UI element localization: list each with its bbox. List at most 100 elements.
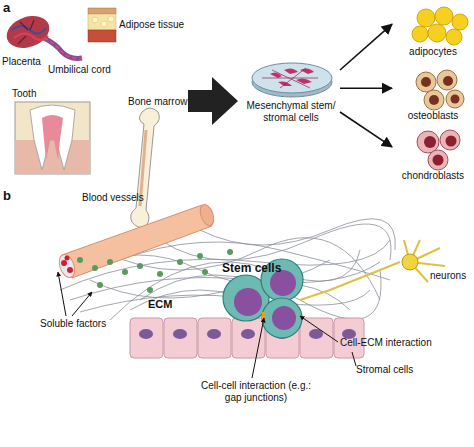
umbilical-cord-illustration	[44, 38, 82, 58]
culture-dish	[252, 63, 332, 97]
adipocyte-cells-part	[417, 9, 435, 27]
stem-cells-part	[272, 306, 296, 330]
stromal-cells-part	[139, 329, 153, 339]
source-label: Umbilical cord	[48, 64, 111, 76]
structure-label: Stromal cells	[356, 364, 413, 376]
umbilical-cord-illustration-part	[44, 38, 82, 58]
osteoblast-cells	[416, 70, 464, 110]
leader-lines-part	[300, 316, 338, 342]
ecm-fibres-part	[200, 219, 395, 250]
culture-node: Mesenchymal stem/ stromal cells	[242, 62, 340, 124]
placenta-illustration-part	[12, 26, 46, 34]
placenta-illustration-part	[18, 20, 34, 44]
cell-type-node: chondroblasts	[392, 128, 474, 182]
flow-arrow	[340, 87, 392, 89]
bone-illustration	[131, 108, 160, 227]
umbilical-cord-illustration-part	[44, 38, 82, 58]
structure-label: Blood vessels	[82, 192, 144, 204]
osteoblast-cells-part	[429, 95, 439, 105]
source-label: Placenta	[2, 56, 41, 68]
blood-vessel-part	[62, 205, 212, 278]
chondroblast-cells-part	[424, 136, 436, 148]
culture-dish-part	[252, 63, 332, 93]
block-arrow	[188, 77, 238, 125]
soluble-factor-dots-part	[227, 249, 233, 255]
osteoblast-cells-part	[437, 70, 457, 90]
adipocyte-cells-part	[452, 14, 468, 30]
culture-dish-part	[296, 78, 312, 84]
ecm-fibres	[60, 219, 395, 320]
tooth-illustration-part	[30, 105, 75, 170]
tooth-illustration	[15, 102, 90, 174]
soluble-factor-dots-part	[197, 253, 203, 259]
ecm-fibres-part	[120, 242, 390, 280]
interaction-label: Cell-ECM interaction	[340, 337, 432, 349]
adipocyte-cells	[412, 7, 468, 45]
soluble-factor-dots	[77, 249, 233, 293]
placenta-illustration	[2, 10, 54, 53]
osteoblast-cells-part	[416, 72, 436, 92]
node-label: adipocytes	[392, 46, 474, 58]
source-label: Bone marrow	[128, 96, 187, 108]
structure-label: ECM	[148, 298, 172, 310]
stem-cells	[223, 259, 303, 338]
structure-label: Soluble factors	[40, 318, 106, 330]
culture-dish-part	[262, 68, 318, 88]
osteoblast-cells-part	[424, 90, 444, 110]
blood-vessel-part	[198, 203, 217, 228]
adipose-tissue-illustration-part	[88, 14, 116, 30]
structure-label: Stem cells	[222, 262, 281, 274]
node-label: osteoblasts	[392, 110, 474, 122]
stromal-cells-part	[207, 329, 221, 339]
blood-vessel-part	[61, 260, 67, 266]
adipose-tissue-illustration-part	[101, 21, 107, 27]
soluble-factor-dots-part	[137, 263, 143, 269]
soluble-factor-dots-part	[107, 259, 113, 265]
neuron-illustration-part	[300, 262, 400, 300]
tooth-illustration-part	[15, 140, 90, 174]
blood-vessel	[56, 203, 216, 280]
blood-vessel-part	[67, 267, 73, 273]
chondroblast-cells-part	[417, 131, 439, 153]
stem-cells-part	[262, 298, 302, 338]
bone-illustration-part	[131, 108, 160, 227]
osteoblast-cells-part	[421, 77, 431, 87]
source-label: Adipose tissue	[119, 19, 184, 31]
adipocyte-cells-part	[428, 24, 446, 42]
adipose-tissue-illustration-part	[88, 8, 116, 14]
leader-lines-part	[72, 292, 92, 316]
stromal-cells	[130, 318, 364, 358]
chondroblast-cells-part	[433, 155, 444, 166]
neuron-illustration	[300, 240, 445, 300]
blood-vessel-part	[65, 256, 70, 261]
cell-type-node: adipocytes	[392, 6, 474, 58]
soluble-factor-dots-part	[122, 269, 128, 275]
stromal-cells-part	[198, 318, 231, 358]
leader-lines-part	[252, 318, 264, 378]
stromal-cells-part	[130, 318, 163, 358]
adipose-tissue-illustration-part	[92, 17, 98, 23]
soluble-factor-dots-part	[202, 269, 208, 275]
adipocyte-cells-part	[446, 29, 462, 45]
adipose-tissue-illustration-part	[108, 16, 114, 22]
soluble-factor-dots-part	[177, 259, 183, 265]
cell-type-node: osteoblasts	[392, 70, 474, 122]
osteoblast-cells-part	[443, 76, 453, 86]
placenta-illustration-part	[14, 33, 48, 40]
blood-vessel-part	[56, 252, 77, 279]
soluble-factor-dots-part	[97, 282, 103, 288]
source-label: Tooth	[12, 88, 36, 100]
soluble-factor-dots-part	[77, 257, 83, 263]
adipose-tissue-illustration-part	[88, 30, 116, 42]
flow-arrow	[340, 112, 392, 147]
node-label: chondroblasts	[392, 170, 474, 182]
chondroblast-cells-part	[428, 150, 448, 170]
stromal-cells-part	[173, 329, 187, 339]
soluble-factor-dots-part	[92, 265, 98, 271]
chondroblast-cells-part	[446, 136, 457, 147]
structure-label: neurons	[430, 270, 466, 282]
soluble-factor-dots-part	[147, 287, 153, 293]
panel-letter: a	[3, 2, 10, 14]
stromal-cells-part	[300, 318, 333, 358]
